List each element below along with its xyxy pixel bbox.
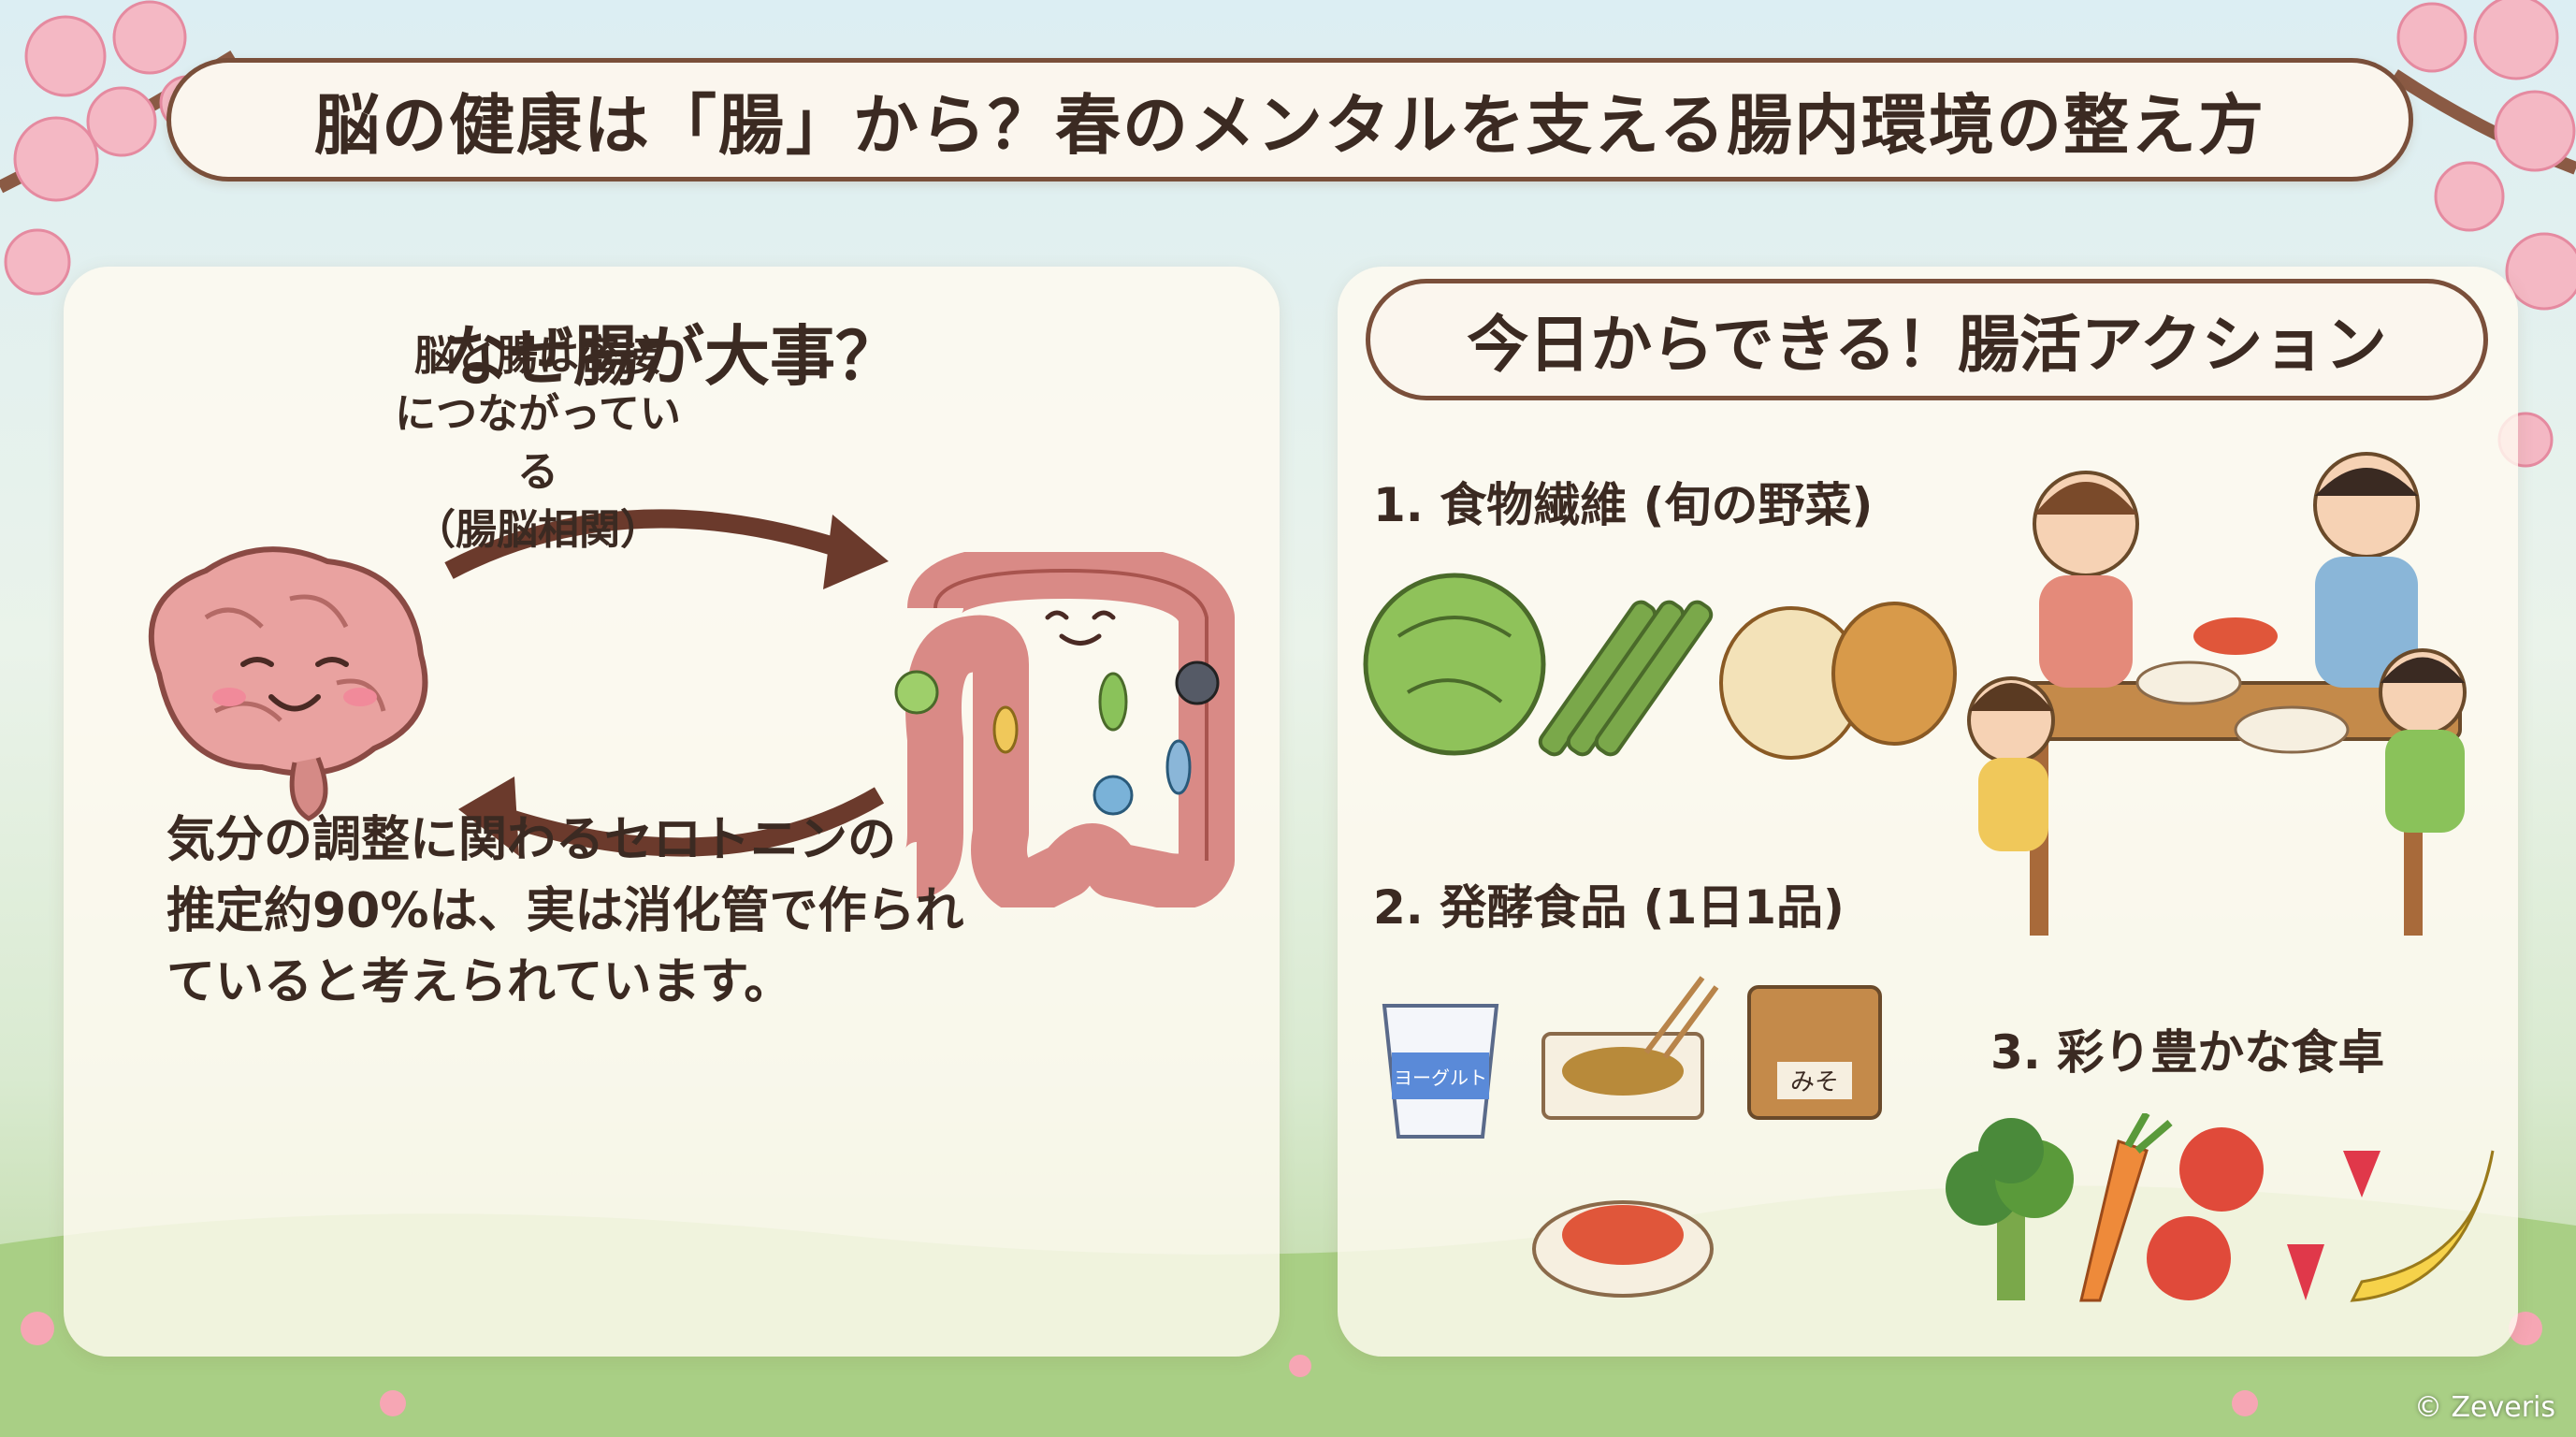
carrot-icon — [2079, 1113, 2173, 1302]
item-fermented-label: 2. 発酵食品 (1日1品) — [1373, 880, 1845, 935]
cherry-blossom-right — [2391, 0, 2576, 468]
action-heading-banner: 今日からできる！腸活アクション — [1366, 279, 2488, 400]
why-gut-panel: なぜ腸が大事？ — [64, 267, 1280, 1357]
ground-flowers — [21, 1312, 2542, 1416]
dishes — [2135, 617, 2350, 754]
center-line: 脳と腸は密接 — [414, 332, 661, 380]
gut-action-panel — [1338, 267, 2518, 1357]
serotonin-explanation: 気分の調整に関わるセロトニンの 推定約90%は、実は消化管で作られ ていると考え… — [166, 805, 1214, 1018]
body-line: 気分の調整に関わるセロトニンの — [166, 812, 897, 868]
asparagus-icon — [1538, 600, 1714, 757]
miso-package-label: みそ — [1790, 1068, 1839, 1096]
intestine-illustration — [894, 552, 1235, 907]
natto-icon — [1541, 976, 1719, 1120]
colorful-produce-illustration — [1946, 1113, 2495, 1302]
center-line: （腸脳相関） — [414, 506, 661, 554]
why-gut-heading: なぜ腸が大事？ — [442, 318, 901, 395]
item-fiber-label: 1. 食物繊維 (旬の野菜) — [1373, 478, 1874, 532]
title-banner: 脳の健康は「腸」から？春のメンタルを支える腸内環境の整え方 — [166, 58, 2413, 181]
strawberry-icon — [2287, 1151, 2381, 1300]
cycle-arrows — [444, 509, 889, 857]
body-line: ていると考えられています。 — [166, 954, 793, 1010]
yogurt-package-label: ヨーグルト — [1394, 1067, 1487, 1089]
tomato-icon — [2147, 1127, 2264, 1300]
action-heading: 今日からできる！腸活アクション — [1467, 309, 2387, 381]
family-meal-illustration — [1967, 452, 2467, 936]
broccoli-icon — [1946, 1118, 2074, 1300]
father-figure — [2313, 452, 2420, 688]
vegetables-illustration — [1363, 573, 1957, 760]
brain-illustration — [148, 546, 428, 821]
center-line: につながっている — [395, 390, 681, 496]
cabbage-icon — [1363, 573, 1546, 756]
copyright-credit: © Zeveris — [2413, 1391, 2555, 1424]
yogurt-icon: ヨーグルト — [1382, 1004, 1499, 1139]
kimchi-icon — [1532, 1200, 1714, 1298]
body-line: 推定約90%は、実は消化管で作られ — [166, 883, 964, 939]
gut-brain-connection-text: 脳と腸は密接 につながっている （腸脳相関） — [379, 327, 697, 559]
fermented-foods-illustration: ヨーグルト みそ — [1382, 976, 1882, 1298]
mother-figure — [2033, 471, 2139, 688]
girl-figure — [1967, 676, 2055, 851]
miso-icon: みそ — [1747, 985, 1882, 1120]
banana-icon — [2350, 1150, 2495, 1302]
onion-icon — [1719, 602, 1957, 760]
item-colorful-label: 3. 彩り豊かな食卓 — [1990, 1025, 2385, 1080]
page-title: 脳の健康は「腸」から？春のメンタルを支える腸内環境の整え方 — [314, 86, 2265, 164]
boy-figure — [2379, 648, 2467, 833]
